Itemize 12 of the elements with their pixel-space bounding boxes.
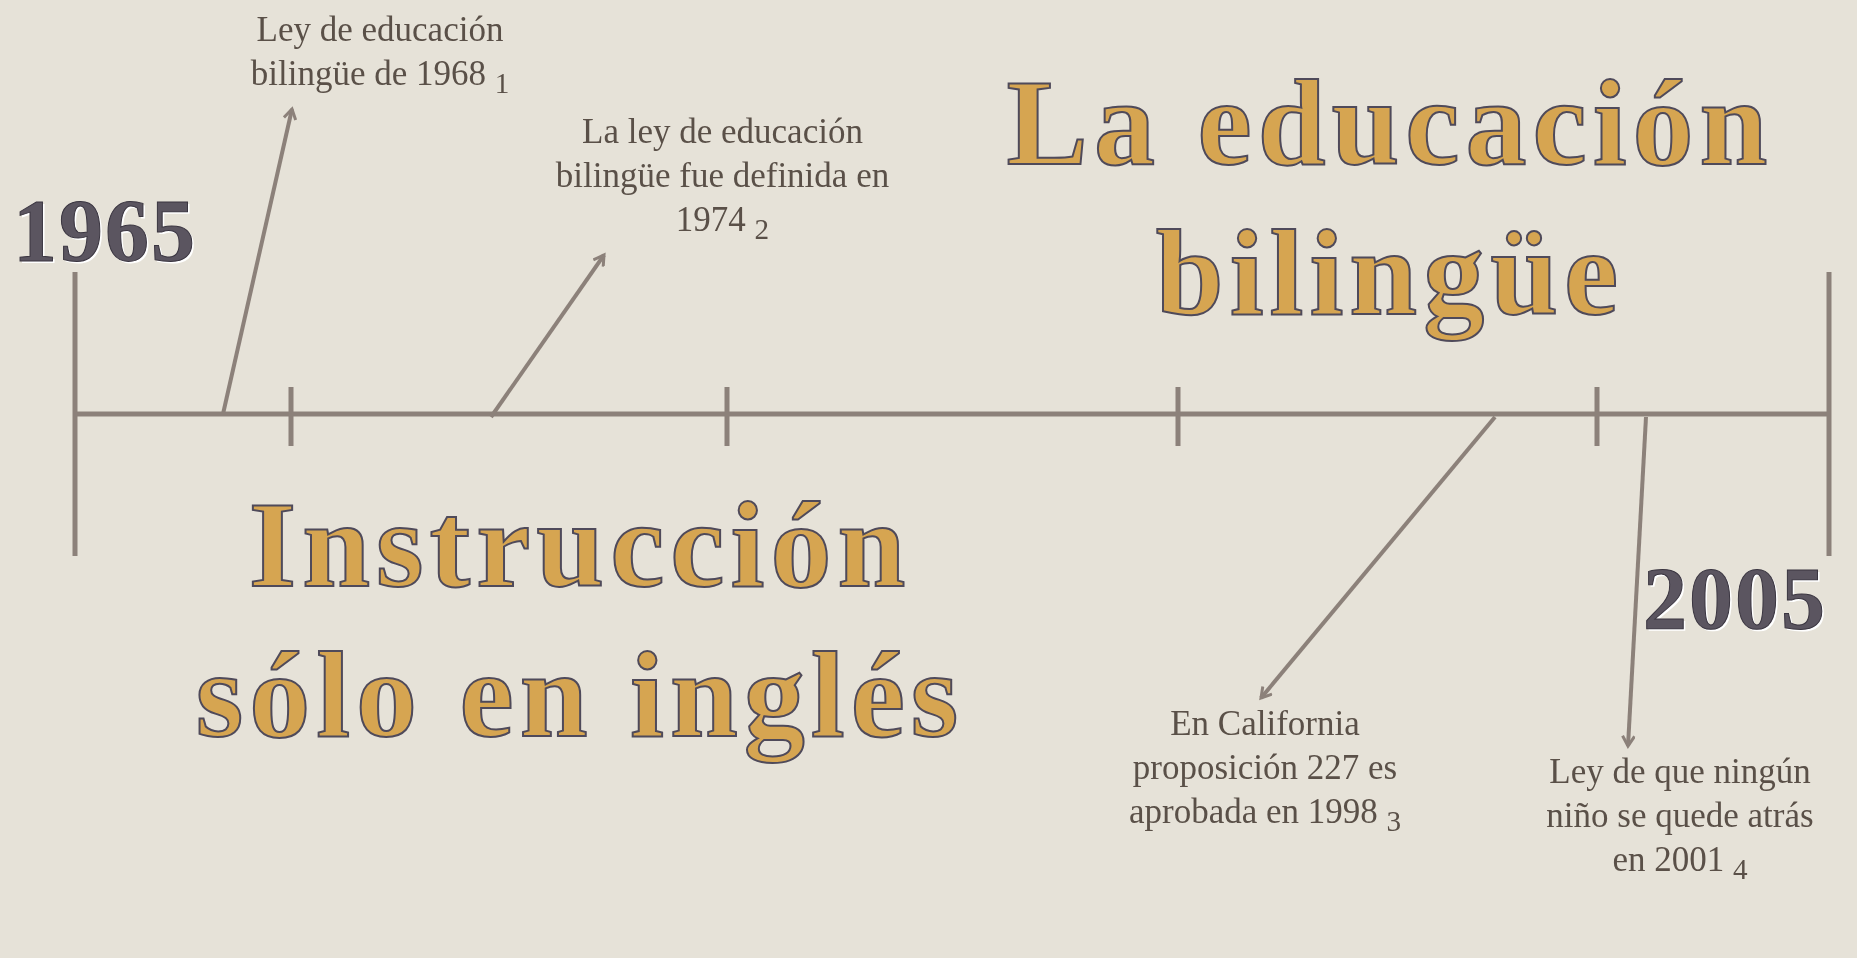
arrow bbox=[221, 107, 298, 415]
heading-text: La educación bilingüe bbox=[1005, 54, 1775, 343]
heading-text: Instrucción sólo en inglés bbox=[194, 476, 966, 765]
arrow bbox=[1259, 415, 1497, 700]
event-caption: La ley de educación bilingüe fue definida en 1974 $_{2}$ bbox=[540, 110, 905, 251]
event-caption: En California proposición 227 es aprobada en 1998 $_{3}$ bbox=[1090, 702, 1440, 843]
year-label: 2005 bbox=[1642, 549, 1828, 649]
event-caption: Ley de que ningún niño se quede atrás en 2001 $_{4}$ bbox=[1545, 750, 1815, 891]
arrow bbox=[1621, 416, 1648, 748]
event-caption: Ley de educación bilingüe de 1968 $_{1}$ bbox=[215, 8, 545, 105]
year-label: 1965 bbox=[12, 181, 198, 281]
arrow bbox=[489, 253, 606, 419]
